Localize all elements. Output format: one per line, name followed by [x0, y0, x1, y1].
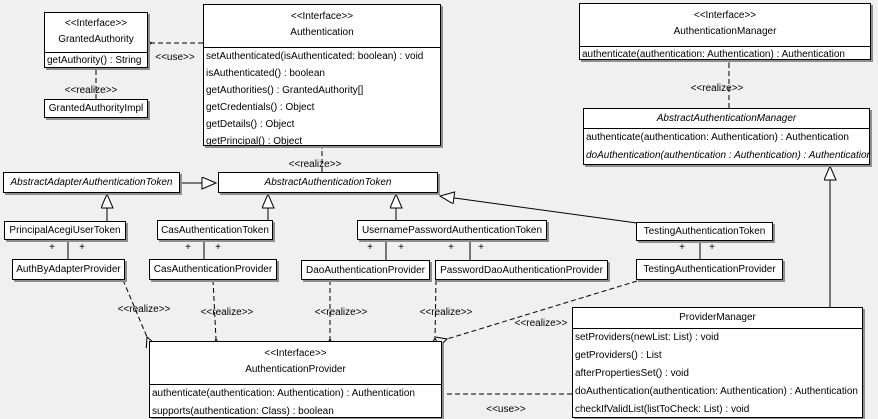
- plus-label: +: [478, 242, 484, 253]
- class-provider-manager[interactable]: ProviderManager setProviders(newList: Li…: [572, 307, 863, 418]
- class-header: <<Interface>> Authentication: [204, 5, 440, 47]
- use-label: <<use>>: [155, 52, 195, 63]
- class-name: DaoAuthenticationProvider: [306, 264, 425, 276]
- realize-label: <<realize>>: [201, 307, 254, 318]
- methods-compartment: authenticate(authentication: Authenticat…: [580, 46, 870, 60]
- methods-compartment: authenticate(authentication: Authenticat…: [584, 128, 869, 164]
- class-granted-authority[interactable]: <<Interface>> GrantedAuthority getAuthor…: [44, 12, 148, 68]
- method-label: getProviders() : List: [575, 350, 662, 361]
- realize-label: <<realize>>: [515, 318, 568, 329]
- class-cas-authentication-token[interactable]: CasAuthenticationToken: [157, 220, 273, 240]
- plus-label: +: [367, 242, 373, 253]
- class-name: CasAuthenticationToken: [161, 224, 269, 236]
- class-name: PasswordDaoAuthenticationProvider: [440, 264, 603, 276]
- method-label: getAuthority() : String: [47, 55, 142, 66]
- class-name: GrantedAuthorityImpl: [48, 103, 144, 114]
- class-password-dao-authentication-provider[interactable]: PasswordDaoAuthenticationProvider: [435, 260, 608, 280]
- methods-compartment: setProviders(newList: List) : void getPr…: [573, 328, 862, 417]
- methods-compartment: authenticate(authentication: Authenticat…: [150, 384, 441, 417]
- method-label: checkIfValidList(listToCheck: List) : vo…: [575, 404, 750, 415]
- class-abstract-authentication-token[interactable]: AbstractAuthenticationToken: [218, 172, 438, 193]
- class-name: ProviderManager: [679, 312, 756, 323]
- class-dao-authentication-provider[interactable]: DaoAuthenticationProvider: [301, 260, 430, 280]
- stereotype-label: <<Interface>>: [264, 348, 327, 359]
- stereotype-label: <<Interface>>: [693, 10, 757, 21]
- class-name: TestingAuthenticationToken: [643, 226, 766, 237]
- plus-label: +: [398, 242, 404, 253]
- class-testing-authentication-provider[interactable]: TestingAuthenticationProvider: [636, 259, 783, 280]
- plus-label: +: [709, 242, 715, 253]
- class-abstract-adapter-authentication-token[interactable]: AbstractAdapterAuthenticationToken: [3, 172, 180, 193]
- stereotype-label: <<Interface>>: [64, 18, 128, 29]
- class-name: AuthenticationManager: [673, 26, 777, 37]
- realize-label: <<realize>>: [315, 307, 368, 318]
- method-label: authenticate(authentication: Authenticat…: [152, 388, 415, 399]
- realize-label: <<realize>>: [691, 83, 744, 94]
- generalization-testing-token-line: [440, 196, 638, 224]
- method-label: isAuthenticated() : boolean: [206, 68, 325, 79]
- class-cas-authentication-provider[interactable]: CasAuthenticationProvider: [149, 259, 277, 280]
- class-authentication-manager[interactable]: <<Interface>> AuthenticationManager auth…: [579, 3, 871, 60]
- class-header: <<Interface>> AuthenticationProvider: [150, 342, 441, 384]
- plus-label: +: [215, 242, 221, 253]
- realize-label: <<realize>>: [289, 159, 342, 170]
- class-name: AbstractAdapterAuthenticationToken: [10, 177, 173, 188]
- method-label: authenticate(authentication: Authenticat…: [586, 132, 849, 143]
- realize-cas-provider-line: [213, 279, 216, 339]
- method-label: getCredentials() : Object: [206, 102, 315, 113]
- class-name: AuthenticationProvider: [245, 364, 346, 375]
- plus-label: +: [185, 242, 191, 253]
- realize-label: <<realize>>: [118, 304, 171, 315]
- realize-authbyadapter-line: [122, 279, 147, 337]
- method-label: doAuthentication(authentication : Authen…: [586, 150, 869, 161]
- class-authentication[interactable]: <<Interface>> Authentication setAuthenti…: [203, 4, 441, 146]
- plus-label: +: [79, 242, 85, 253]
- class-granted-authority-impl[interactable]: GrantedAuthorityImpl: [44, 99, 148, 118]
- method-label: authenticate(authentication: Authenticat…: [582, 49, 845, 60]
- class-auth-by-adapter-provider[interactable]: AuthByAdapterProvider: [12, 259, 125, 280]
- method-label: setProviders(newList: List) : void: [575, 332, 719, 343]
- class-header: <<Interface>> AuthenticationManager: [580, 4, 870, 46]
- method-label: doAuthentication(authentication: Authent…: [575, 386, 858, 397]
- method-label: getDetails() : Object: [206, 119, 295, 130]
- plus-label: +: [49, 242, 55, 253]
- plus-label: +: [679, 242, 685, 253]
- class-testing-authentication-token[interactable]: TestingAuthenticationToken: [636, 222, 773, 241]
- method-label: supports(authentication: Class) : boolea…: [152, 406, 334, 417]
- class-username-password-authentication-token[interactable]: UsernamePasswordAuthenticationToken: [357, 220, 547, 240]
- class-name: AbstractAuthenticationManager: [656, 113, 797, 124]
- class-name: AbstractAuthenticationToken: [264, 177, 392, 188]
- methods-compartment: getAuthority() : String: [45, 52, 147, 67]
- method-label: afterPropertiesSet() : void: [575, 368, 689, 379]
- method-label: setAuthenticated(isAuthenticated: boolea…: [206, 51, 424, 62]
- realize-label: <<realize>>: [65, 85, 118, 96]
- realize-passworddao-provider-line: [435, 279, 436, 338]
- class-name: PrincipalAcegiUserToken: [9, 225, 121, 236]
- class-authentication-provider[interactable]: <<Interface>> AuthenticationProvider aut…: [149, 341, 442, 418]
- class-name: GrantedAuthority: [58, 34, 134, 45]
- use-label: <<use>>: [486, 404, 526, 415]
- realize-label: <<realize>>: [420, 307, 473, 318]
- class-header: <<Interface>> GrantedAuthority: [45, 13, 147, 52]
- class-name: AuthByAdapterProvider: [16, 264, 121, 275]
- method-label: getPrincipal() : Object: [206, 136, 303, 146]
- class-principal-acegi-user-token[interactable]: PrincipalAcegiUserToken: [4, 221, 126, 240]
- class-name: Authentication: [290, 27, 354, 38]
- class-name: UsernamePasswordAuthenticationToken: [361, 224, 543, 236]
- realize-testing-provider-line: [447, 280, 638, 339]
- methods-compartment: setAuthenticated(isAuthenticated: boolea…: [204, 47, 440, 146]
- class-name: CasAuthenticationProvider: [153, 264, 273, 275]
- method-label: getAuthorities() : GrantedAuthority[]: [206, 85, 364, 96]
- plus-label: +: [448, 242, 454, 253]
- stereotype-label: <<Interface>>: [290, 11, 354, 22]
- class-abstract-authentication-manager[interactable]: AbstractAuthenticationManager authentica…: [583, 108, 870, 165]
- class-name: TestingAuthenticationProvider: [643, 264, 776, 275]
